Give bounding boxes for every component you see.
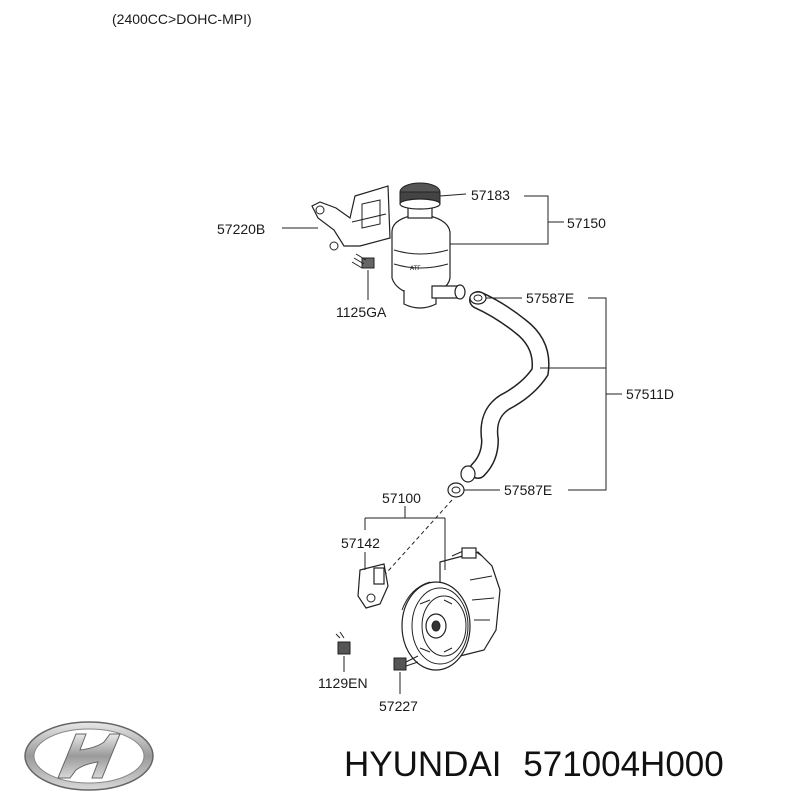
label-clamp-lower: 57587E xyxy=(504,482,552,498)
reservoir-bracket xyxy=(311,185,391,251)
pulley-bolt xyxy=(393,655,419,671)
bracket-bolt xyxy=(351,253,375,269)
label-reservoir-assy: 57150 xyxy=(567,215,606,231)
hose-clamp-lower xyxy=(447,465,476,498)
label-bracket-bolt: 1125GA xyxy=(336,304,387,320)
engine-spec-header: (2400CC>DOHC-MPI) xyxy=(112,11,252,27)
label-bracket: 57220B xyxy=(217,221,265,237)
pump-bolt xyxy=(335,631,351,655)
brand-name: HYUNDAI 571004H000 xyxy=(344,745,724,784)
hyundai-logo-icon xyxy=(24,721,154,791)
part-number: 571004H000 xyxy=(523,745,723,784)
return-hose xyxy=(469,291,550,479)
svg-text:ATF: ATF xyxy=(410,265,421,272)
pump-pulley xyxy=(401,581,471,671)
brand-text: HYUNDAI xyxy=(344,745,502,784)
label-pump-assy: 57100 xyxy=(382,490,421,506)
reservoir-cap xyxy=(399,182,441,210)
label-pump-bracket: 57142 xyxy=(341,535,380,551)
leader-lines xyxy=(282,193,622,694)
pump-bracket xyxy=(357,563,389,609)
hose-clamp-upper xyxy=(469,291,487,305)
connection-dash xyxy=(379,499,453,581)
label-pulley-bolt: 57227 xyxy=(379,698,418,714)
label-pump-bolt: 1129EN xyxy=(318,675,368,691)
label-cap: 57183 xyxy=(471,187,510,203)
label-clamp-upper: 57587E xyxy=(526,290,574,306)
reservoir-tank: ATF xyxy=(391,203,466,309)
label-hose: 57511D xyxy=(626,386,674,402)
